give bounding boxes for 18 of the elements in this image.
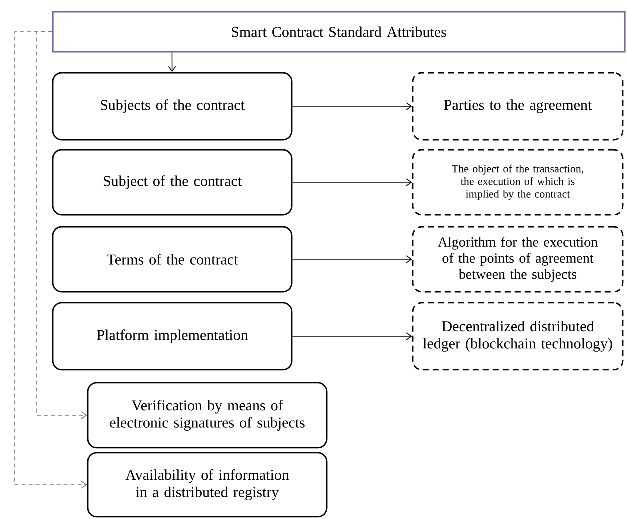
arrow [292,332,412,340]
attribute-box: Availability of information in a distributed registry [87,452,328,518]
arrow [292,178,412,186]
arrow [168,52,176,72]
title-box: Smart Contract Standard Attributes [52,11,626,53]
arrow [292,102,412,110]
arrow [292,256,412,264]
description-box: Parties to the agreement [412,72,624,141]
arrow [14,32,88,489]
attribute-box: Subject of the contract [52,149,293,216]
description-box: Decentralized distributed ledger (blockchain technology) [412,302,624,371]
description-box: Algorithm for the execution of the points of agreement between the subjects [412,226,624,293]
attribute-box: Terms of the contract [52,226,293,293]
description-box: The object of the transaction, the execution of which is implied by the contract [412,149,624,216]
arrow [36,32,88,420]
attribute-box: Platform implementation [52,302,293,371]
attribute-box: Verification by means of electronic signatures of subjects [87,382,328,449]
attribute-box: Subjects of the contract [52,72,293,141]
